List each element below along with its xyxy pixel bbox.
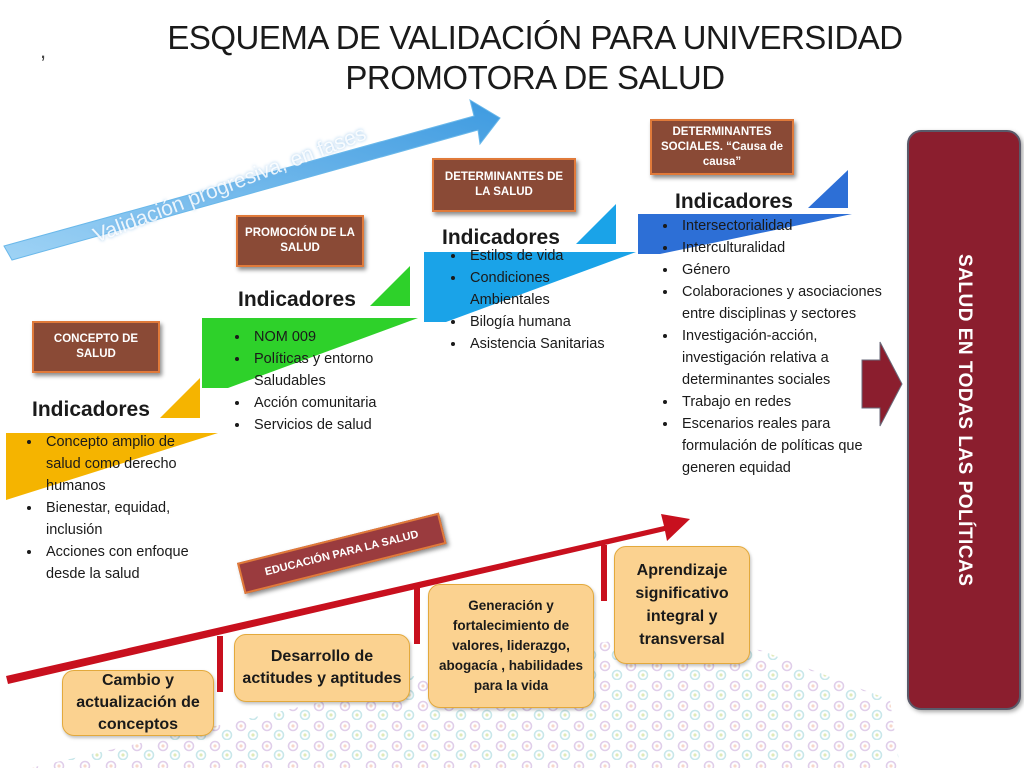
page-title: ESQUEMA DE VALIDACIÓN PARA UNIVERSIDAD P… — [167, 19, 903, 96]
list-item: Trabajo en redes — [678, 391, 888, 413]
stage3-indicators-heading: Indicadores — [442, 226, 560, 249]
stage4-indicators-heading: Indicadores — [675, 190, 793, 213]
final-arrow — [861, 341, 903, 427]
stage2-indicators-heading: Indicadores — [238, 288, 356, 311]
education-step-3: Generación y fortalecimiento de valores,… — [428, 584, 594, 708]
final-goal-box: SALUD EN TODAS LAS POLÍTICAS — [907, 130, 1021, 710]
list-item: Asistencia Sanitarias — [466, 333, 626, 355]
list-item: Interculturalidad — [678, 237, 888, 259]
education-arrow — [6, 514, 690, 684]
stage3-indicator-list: Estilos de vida Condiciones Ambientales … — [442, 245, 626, 355]
list-item: Género — [678, 259, 888, 281]
list-item: Acciones con enfoque desde la salud — [42, 541, 212, 585]
education-step-2: Desarrollo de actitudes y aptitudes — [234, 634, 410, 702]
stage1-step-shape — [6, 433, 218, 500]
list-item: Estilos de vida — [466, 245, 626, 267]
stage3-riser-shape — [576, 204, 616, 244]
education-post-3 — [601, 545, 607, 601]
final-goal-label: SALUD EN TODAS LAS POLÍTICAS — [954, 253, 975, 587]
stage1-box: CONCEPTO DE SALUD — [32, 321, 160, 373]
stage4-indicator-list: Intersectorialidad Interculturalidad Gén… — [654, 215, 888, 479]
phase-arrow — [3, 98, 501, 261]
stage2-riser-shape — [370, 266, 410, 306]
stage2-box: PROMOCIÓN DE LA SALUD — [236, 215, 364, 267]
education-post-2 — [414, 588, 420, 644]
stage3-step-shape — [424, 252, 636, 322]
education-step-4: Aprendizaje significativo integral y tra… — [614, 546, 750, 664]
list-item: Investigación-acción, investigación rela… — [678, 325, 888, 391]
list-item: Bilogía humana — [466, 311, 626, 333]
title-bullet-mark: , — [40, 38, 47, 63]
stage1-indicators-heading: Indicadores — [32, 398, 150, 421]
list-item: Bienestar, equidad, inclusión — [42, 497, 212, 541]
list-item: Políticas y entorno Saludables — [250, 348, 420, 392]
list-item: Escenarios reales para formulación de po… — [678, 413, 888, 479]
stage4-riser-shape — [808, 170, 848, 208]
stage4-step-shape — [638, 214, 852, 254]
stage1-riser-shape — [160, 378, 200, 418]
stage3-box: DETERMINANTES DE LA SALUD — [432, 158, 576, 212]
education-step-1: Cambio y actualización de conceptos — [62, 670, 214, 736]
list-item: Condiciones Ambientales — [466, 267, 626, 311]
education-post-1 — [217, 636, 223, 692]
list-item: Concepto amplio de salud como derecho hu… — [42, 431, 212, 497]
list-item: Colaboraciones y asociaciones entre disc… — [678, 281, 888, 325]
list-item: Servicios de salud — [250, 414, 420, 436]
stage2-step-shape — [202, 318, 418, 388]
list-item: NOM 009 — [250, 326, 420, 348]
list-item: Acción comunitaria — [250, 392, 420, 414]
stage1-indicator-list: Concepto amplio de salud como derecho hu… — [18, 431, 212, 585]
stage2-indicator-list: NOM 009 Políticas y entorno Saludables A… — [226, 326, 420, 436]
list-item: Intersectorialidad — [678, 215, 888, 237]
stage4-box: DETERMINANTES SOCIALES. “Causa de causa” — [650, 119, 794, 175]
